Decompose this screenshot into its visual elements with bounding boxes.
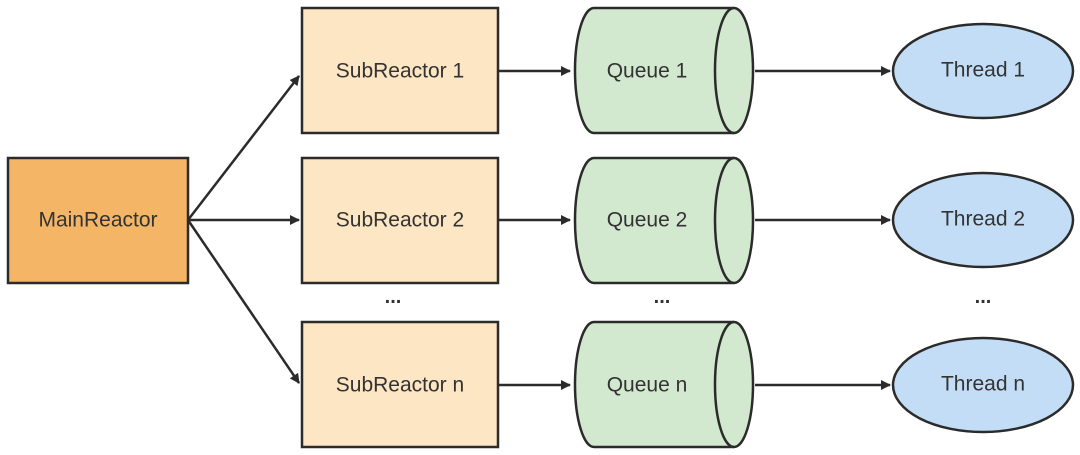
main-reactor-box xyxy=(6,156,190,285)
thread-2-node: Thread 2 xyxy=(891,171,1075,269)
queue-n-cylinder-end xyxy=(713,320,735,449)
thread-2-label: Thread 2 xyxy=(941,208,1025,231)
sub-reactor-ellipsis: ... xyxy=(385,286,402,308)
queue-1-node: Queue 1 xyxy=(573,6,755,135)
thread-n-ellipse xyxy=(891,336,1075,434)
thread-n-node: Thread n xyxy=(891,336,1075,434)
sub-reactor-1-box xyxy=(300,6,500,135)
main-reactor-label: MainReactor xyxy=(38,209,157,232)
thread-ellipsis: ... xyxy=(975,286,992,308)
main-reactor-node: MainReactor xyxy=(6,156,190,285)
thread-1-node: Thread 1 xyxy=(891,22,1075,120)
main-to-sub-arrows xyxy=(186,75,301,384)
thread-2-ellipse xyxy=(891,171,1075,269)
sub-reactor-2-label: SubReactor 2 xyxy=(336,209,464,232)
sub-reactor-n-label: SubReactor n xyxy=(336,374,464,397)
sub-reactor-n-node: SubReactor n xyxy=(300,320,500,449)
arrow-main-to-sub-n xyxy=(186,219,301,384)
row-1: SubReactor 1 Queue 1 Thread 1 xyxy=(300,6,1075,135)
thread-n-label: Thread n xyxy=(941,373,1025,396)
queue-n-node: Queue n xyxy=(573,320,755,449)
arrow-main-to-sub-1 xyxy=(187,75,300,221)
queue-2-label: Queue 2 xyxy=(607,209,688,232)
thread-1-label: Thread 1 xyxy=(941,59,1025,82)
queue-1-cylinder-end xyxy=(713,6,735,135)
queue-2-cylinder-end xyxy=(713,156,735,285)
row-n: SubReactor n Queue n Thread n xyxy=(300,320,1075,449)
queue-2-node: Queue 2 xyxy=(573,156,755,285)
sub-reactor-1-node: SubReactor 1 xyxy=(300,6,500,135)
thread-1-ellipse xyxy=(891,22,1075,120)
queue-1-label: Queue 1 xyxy=(607,60,688,83)
queue-ellipsis: ... xyxy=(654,286,671,308)
sub-reactor-2-node: SubReactor 2 xyxy=(300,156,500,285)
queue-n-label: Queue n xyxy=(607,374,688,397)
sub-reactor-1-label: SubReactor 1 xyxy=(336,60,464,83)
ellipsis-row: ... ... ... xyxy=(385,286,992,308)
row-2: SubReactor 2 Queue 2 Thread 2 xyxy=(300,156,1075,285)
